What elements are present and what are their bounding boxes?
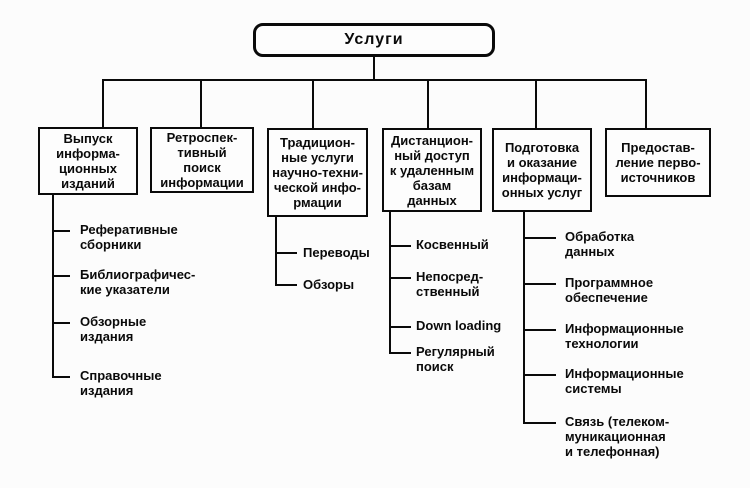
branch5-leaf-tick: [523, 422, 556, 424]
leaf-spravochnye-izdaniya: Справочные издания: [80, 368, 162, 398]
branch5-leaf-tick: [523, 329, 556, 331]
branch-box-retrospektivny-poisk: Ретроспек- тивный поиск информации: [150, 127, 254, 193]
leaf-down-loading: Down loading: [416, 318, 502, 333]
branch5-leaf-tick: [523, 374, 556, 376]
connector-drop-5: [535, 79, 537, 128]
branch4-leaf-tick: [389, 326, 411, 328]
leaf-programmnoe: Программное обеспечение: [565, 275, 654, 305]
leaf-obzory: Обзоры: [303, 277, 355, 292]
connector-drop-2: [200, 79, 202, 127]
leaf-neposredstvenny: Непосред- ственный: [416, 269, 484, 299]
connector-drop-3: [312, 79, 314, 128]
connector-drop-1: [102, 79, 104, 127]
leaf-regulyarny-poisk: Регулярный поиск: [416, 344, 495, 374]
branch-box-pervoistochniki: Предостав- ление перво- источников: [605, 128, 711, 197]
branch4-leaf-tick: [389, 245, 411, 247]
leaf-svyaz-telekom: Связь (телеком- муникационная и телефонн…: [565, 414, 670, 459]
branch-box-distancionny-dostup: Дистанцион- ный доступ к удаленным базам…: [382, 128, 482, 212]
branch4-stem: [389, 212, 391, 354]
branch5-leaf-tick: [523, 237, 556, 239]
connector-main-horizontal: [102, 79, 647, 81]
leaf-obzornye-izdaniya: Обзорные издания: [80, 314, 147, 344]
leaf-perevody: Переводы: [303, 245, 370, 260]
branch4-leaf-tick: [389, 352, 411, 354]
leaf-inf-sistemy: Информационные системы: [565, 366, 684, 396]
branch5-stem: [523, 212, 525, 424]
root-node-services: Услуги: [253, 23, 495, 57]
connector-drop-6: [645, 79, 647, 128]
leaf-inf-tehnologii: Информационные технологии: [565, 321, 684, 351]
branch3-stem: [275, 217, 277, 286]
connector-drop-4: [427, 79, 429, 128]
branch1-leaf-tick: [52, 376, 70, 378]
branch-box-tradicionnye-uslugi: Традицион- ные услуги научно-техни- ческ…: [267, 128, 368, 217]
branch1-stem: [52, 195, 54, 378]
leaf-kosvenny: Косвенный: [416, 237, 489, 252]
branch5-leaf-tick: [523, 283, 556, 285]
branch-box-podgotovka-uslug: Подготовка и оказание информаци- онных у…: [492, 128, 592, 212]
leaf-referativnye-sborniki: Реферативные сборники: [80, 222, 178, 252]
branch-box-vypusk-izdaniy: Выпуск информа- ционных изданий: [38, 127, 138, 195]
connector-root-vertical: [373, 57, 375, 79]
branch3-leaf-tick: [275, 284, 297, 286]
branch3-leaf-tick: [275, 252, 297, 254]
branch1-leaf-tick: [52, 230, 70, 232]
leaf-obrabotka-dannyh: Обработка данных: [565, 229, 635, 259]
leaf-bibliograficheskie: Библиографичес- кие указатели: [80, 267, 196, 297]
branch1-leaf-tick: [52, 275, 70, 277]
branch1-leaf-tick: [52, 322, 70, 324]
branch4-leaf-tick: [389, 277, 411, 279]
